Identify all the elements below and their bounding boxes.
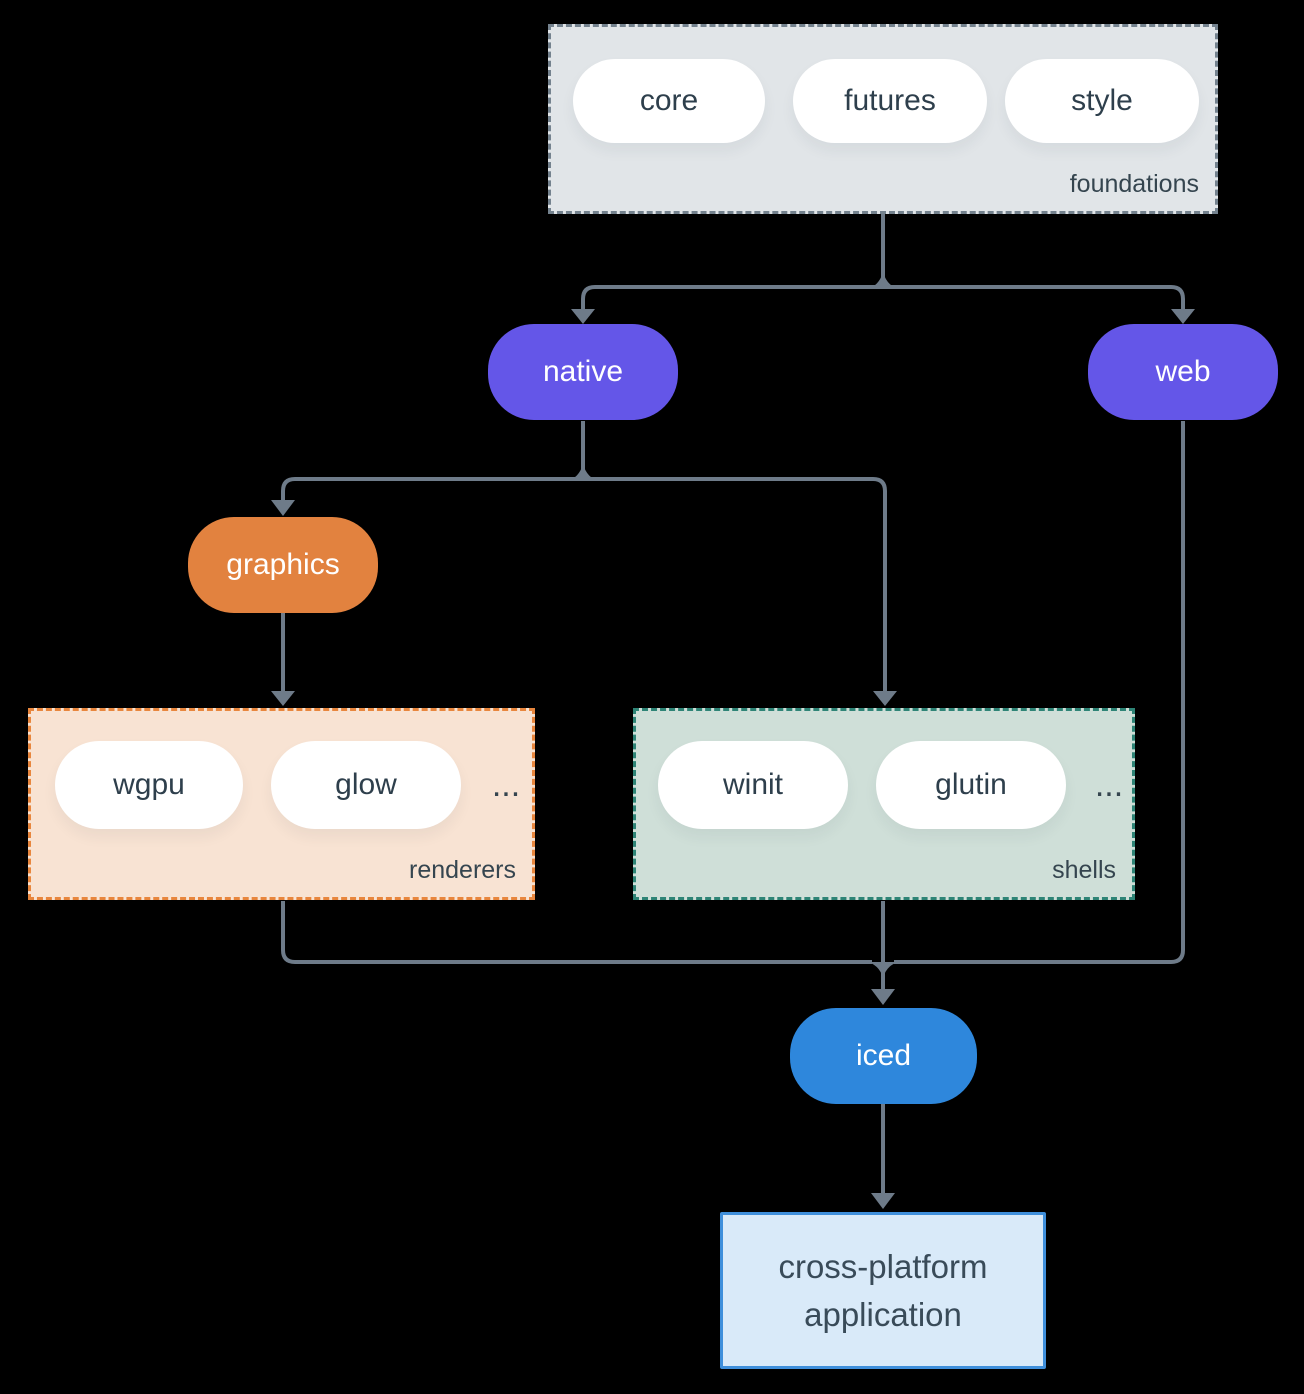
node-core-label: core (639, 84, 699, 117)
junction-flare-merge (866, 962, 900, 978)
node-futures: futures (793, 59, 987, 143)
node-core: core (573, 59, 765, 143)
node-glutin-label: glutin (935, 768, 1007, 801)
edge-renderers-merge (281, 901, 872, 964)
node-native: native (488, 324, 678, 420)
junction-flare-native (567, 464, 599, 481)
node-wgpu: wgpu (55, 741, 243, 829)
node-web: web (1088, 324, 1278, 420)
node-iced-label: iced (855, 1039, 912, 1072)
arrowhead-web (1171, 309, 1195, 324)
node-application-line2: application (804, 1295, 962, 1333)
node-futures-label: futures (844, 84, 936, 117)
node-native-label: native (542, 355, 624, 388)
group-shells: winit glutin ... shells (633, 708, 1135, 900)
arrowhead-graphics (271, 500, 295, 516)
group-foundations-label: foundations (1069, 170, 1199, 198)
node-web-label: web (1155, 355, 1211, 388)
group-foundations: core futures style foundations (548, 24, 1218, 214)
shells-ellipsis: ... (1094, 765, 1124, 804)
node-application-line1: cross-platform (778, 1247, 988, 1285)
renderers-ellipsis: ... (491, 765, 521, 804)
node-winit: winit (658, 741, 848, 829)
node-graphics-label: graphics (226, 548, 340, 581)
arrowhead-iced (871, 989, 895, 1005)
group-renderers: wgpu glow ... renderers (28, 708, 535, 900)
arrowhead-renderers (271, 691, 295, 706)
group-renderers-label: renderers (409, 856, 516, 884)
node-graphics: graphics (188, 517, 378, 613)
node-wgpu-label: wgpu (113, 768, 185, 801)
node-glow: glow (271, 741, 461, 829)
edge-split-native-web (581, 285, 1185, 312)
arrowhead-shells (873, 691, 897, 706)
node-winit-label: winit (722, 768, 783, 801)
junction-flare-foundations (867, 272, 899, 289)
node-glutin: glutin (876, 741, 1066, 829)
node-application: cross-platform application (720, 1212, 1046, 1369)
node-style: style (1005, 59, 1199, 143)
node-style-label: style (1071, 84, 1133, 117)
group-shells-label: shells (1052, 856, 1116, 884)
arrowhead-application (871, 1193, 895, 1209)
arrowhead-native (571, 309, 595, 324)
node-iced: iced (790, 1008, 977, 1104)
node-glow-label: glow (335, 768, 397, 801)
